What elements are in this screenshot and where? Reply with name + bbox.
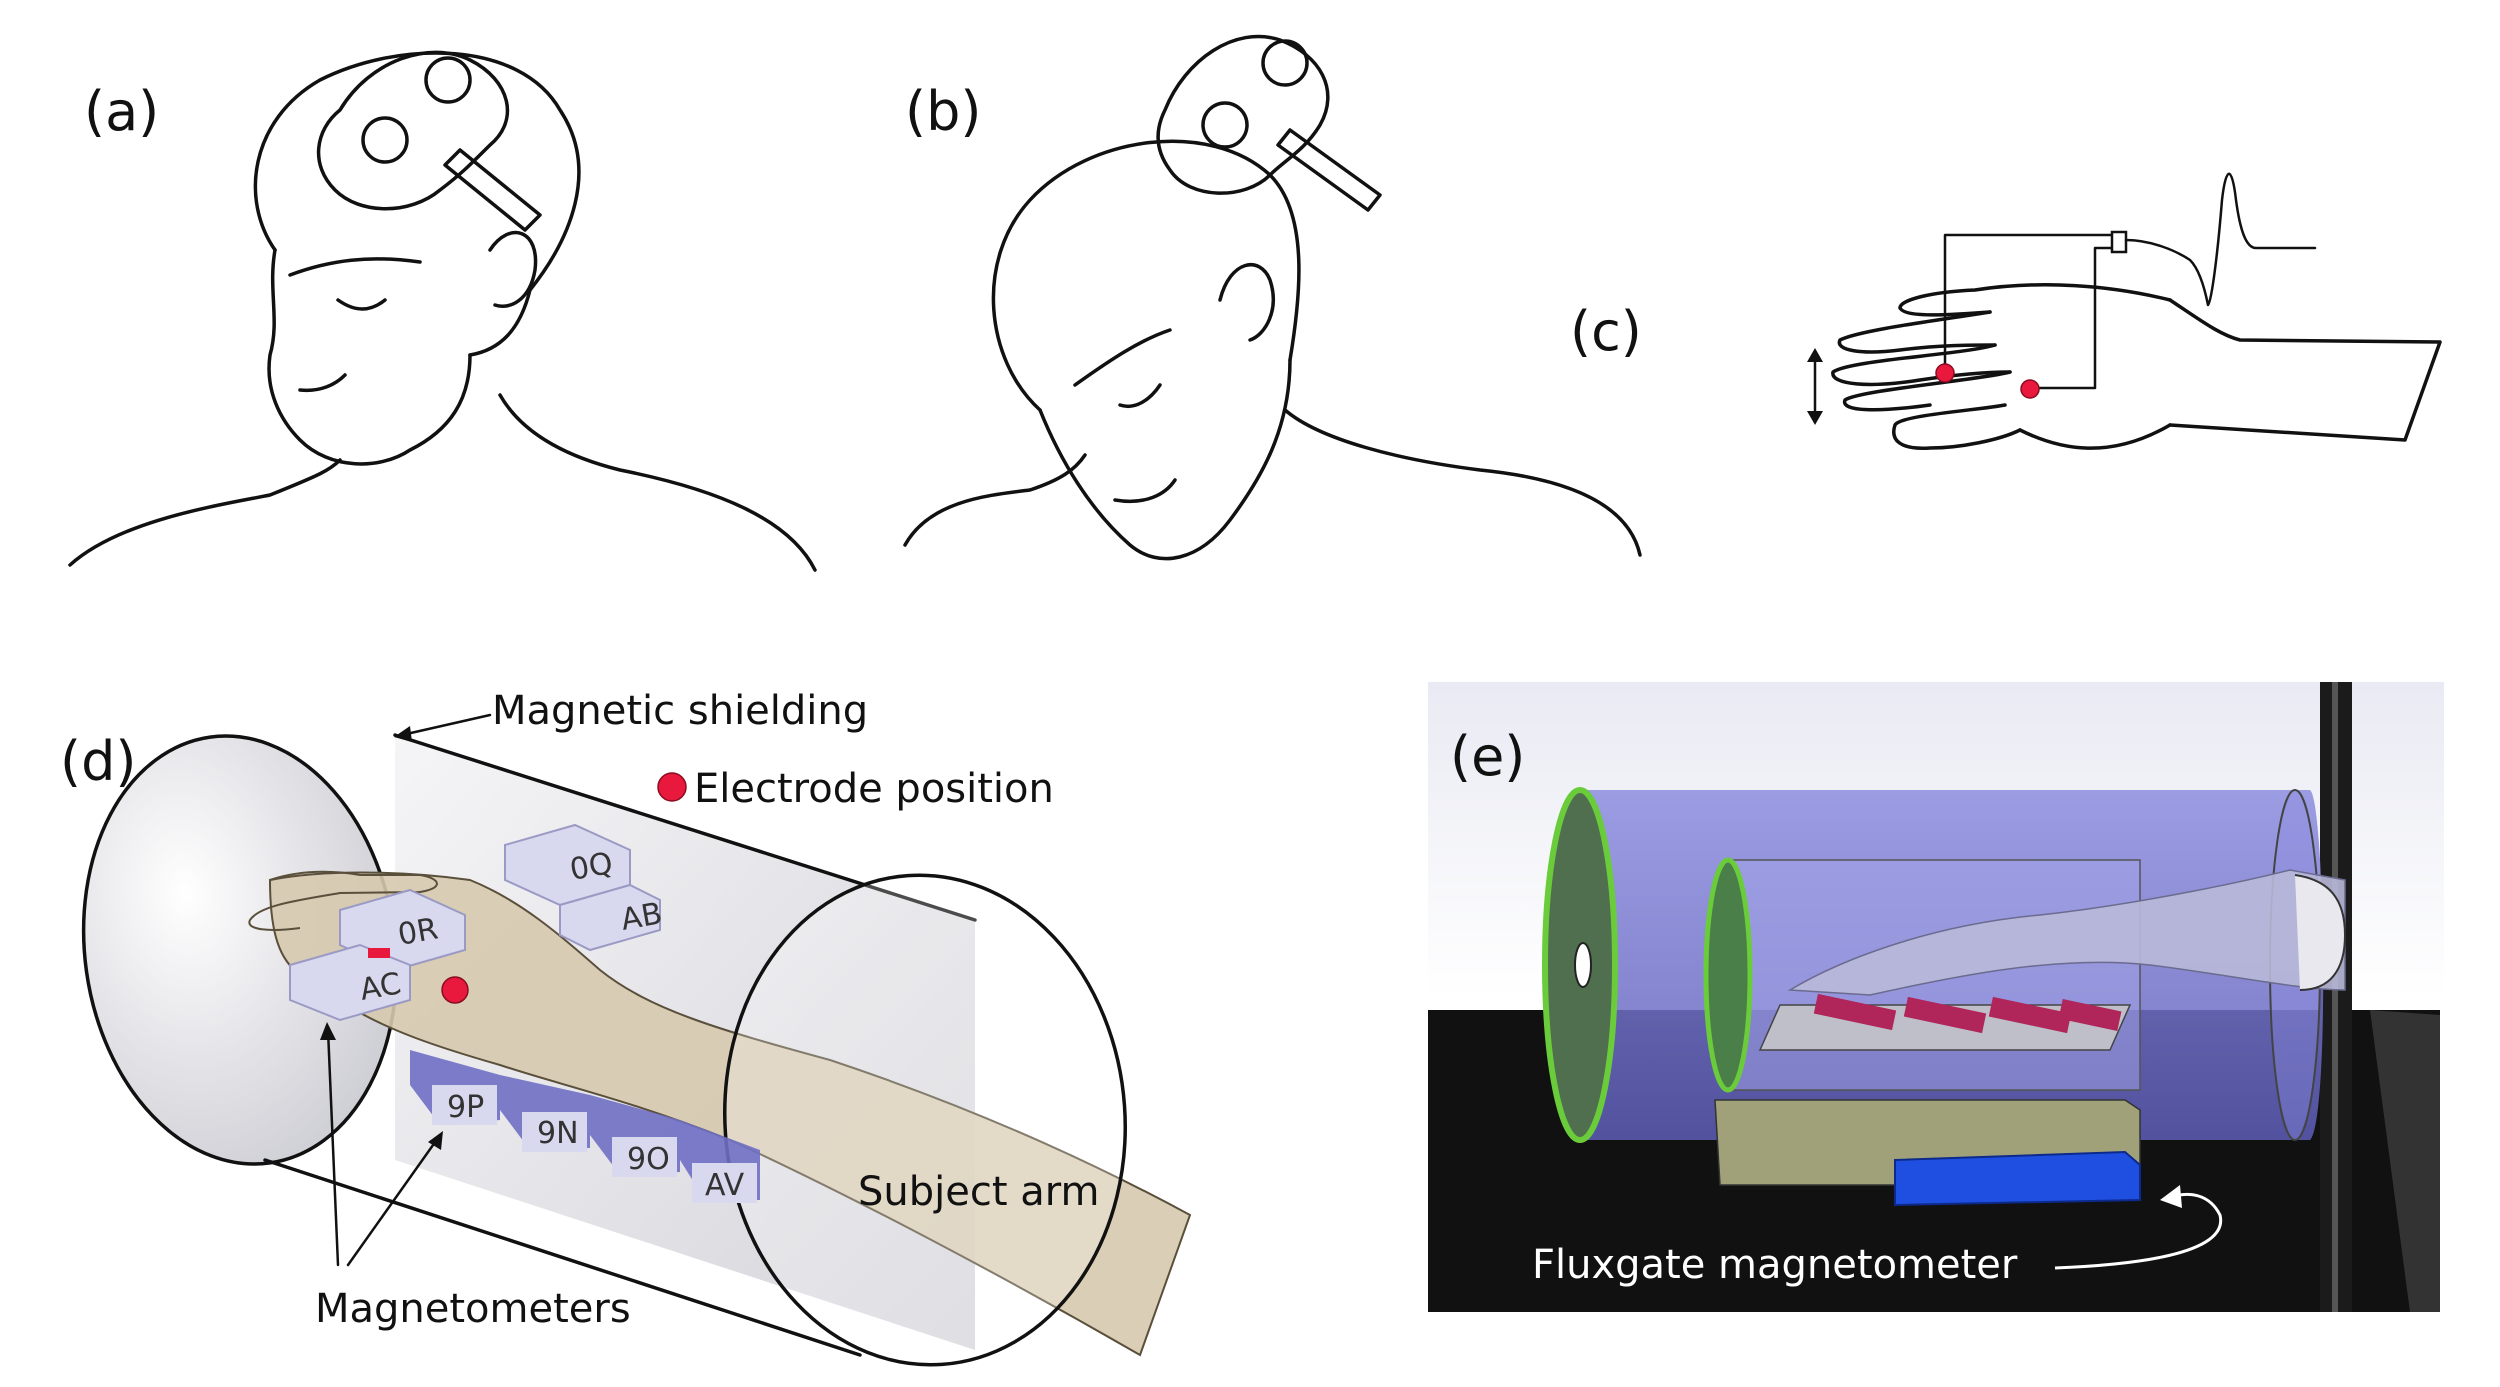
svg-text:Electrode position: Electrode position (694, 766, 1054, 812)
panel-c-hand-emg: (c) (1570, 172, 2442, 450)
render-arm (1787, 869, 2346, 996)
sensor-9P: 9P (410, 1050, 500, 1125)
sensor-9N: 9N (500, 1075, 590, 1152)
shoulders-a-right (498, 393, 817, 572)
face-outline-a (267, 248, 472, 466)
sensor-0Q: 0Q (504, 823, 631, 907)
annotation-subject-arm: Subject arm (858, 1169, 1099, 1215)
mouth-b (1113, 478, 1177, 503)
shield-top-edge (393, 733, 977, 922)
emg-wire (1943, 233, 2122, 390)
face-outline-b (1038, 358, 1292, 561)
electrode-dot-2 (2020, 379, 2040, 399)
panel-c-label: (c) (1570, 300, 1642, 363)
electrode-dot-1 (1935, 363, 1955, 383)
panel-b-head-tilted: (b) (903, 34, 1642, 561)
sensor-AC: AC (289, 943, 411, 1022)
sensor-AB: AB (559, 883, 665, 952)
svg-text:9N: 9N (537, 1116, 579, 1151)
tms-coil-b (1156, 34, 1382, 212)
tms-coil-a (316, 50, 542, 232)
shoulders-b-right (1283, 408, 1642, 557)
shoulders-b (903, 453, 1087, 547)
svg-text:Magnetometers: Magnetometers (315, 1286, 631, 1332)
eyebrow-b (1073, 328, 1172, 387)
subject-fingers (248, 870, 438, 931)
svg-text:9P: 9P (447, 1090, 484, 1125)
sensor-bar-2 (1903, 996, 1987, 1034)
sensor-bar-1 (1813, 993, 1897, 1031)
sensor-bar-4 (2058, 998, 2122, 1032)
sensor-AV: AV (680, 1120, 760, 1203)
finger-middle-c (1831, 343, 2012, 387)
svg-text:AV: AV (705, 1168, 745, 1203)
panel-d-label: (d) (60, 730, 136, 793)
eyebrow-a (288, 257, 422, 277)
movement-arrow-icon (1807, 348, 1823, 425)
legend-electrode-dot (657, 772, 687, 802)
emg-trace (2124, 172, 2317, 307)
ear-a (488, 230, 538, 308)
eye-a (336, 298, 387, 311)
electrode-marker-d (441, 976, 469, 1004)
outer-rim-hole (1574, 942, 1592, 988)
finger-index-c (1837, 310, 1997, 354)
panel-e-label: (e) (1450, 725, 1525, 788)
render-table-side (2370, 1010, 2440, 1312)
forearm-c (2168, 298, 2442, 442)
render-arm-cuff (2294, 874, 2347, 991)
render-frame-highlight (2332, 682, 2338, 1312)
fluxgate-box (1894, 1150, 2141, 1207)
svg-text:Fluxgate magnetometer: Fluxgate magnetometer (1532, 1242, 2018, 1288)
sensor-bar-3 (1988, 996, 2072, 1034)
panel-b-label: (b) (905, 80, 981, 143)
svg-text:9O: 9O (627, 1142, 670, 1177)
shield-bottom-edge (263, 1158, 862, 1357)
shield-end-right (723, 873, 1127, 1367)
svg-text:0R: 0R (395, 911, 440, 952)
svg-text:AC: AC (357, 966, 403, 1008)
panel-e-cad-render: (e) Fluxgate magnetometer (1428, 682, 2444, 1312)
svg-text:Magnetic shielding: Magnetic shielding (492, 688, 868, 734)
shoulders-a (68, 458, 342, 567)
inner-rim-green (1703, 857, 1753, 1093)
eye-b (1118, 383, 1162, 408)
head-outline-b (991, 139, 1301, 412)
panel-d-setup-schematic: (d) 0Q AB 0R AC (60, 688, 1192, 1367)
legend-electrode-position: Electrode position (657, 766, 1054, 812)
svg-text:AB: AB (618, 896, 665, 938)
sensor-9O: 9O (590, 1095, 680, 1177)
annotation-fluxgate: Fluxgate magnetometer (1532, 1185, 2223, 1288)
annotation-magnetic-shielding: Magnetic shielding (394, 688, 868, 742)
panel-a-label: (a) (84, 80, 159, 143)
panel-a-head-front: (a) (68, 50, 817, 572)
ear-b (1218, 262, 1275, 342)
hand-c (1898, 283, 2172, 317)
palm-c (2018, 423, 2172, 450)
sensor-marker-red (368, 948, 390, 958)
finger-ring-c (1842, 370, 2012, 412)
emg-amplifier (2110, 230, 2128, 254)
annotation-magnetometers: Magnetometers (315, 1022, 631, 1332)
svg-text:0Q: 0Q (567, 846, 615, 888)
thumb-c (1892, 403, 2022, 450)
mouth-a (298, 373, 347, 393)
